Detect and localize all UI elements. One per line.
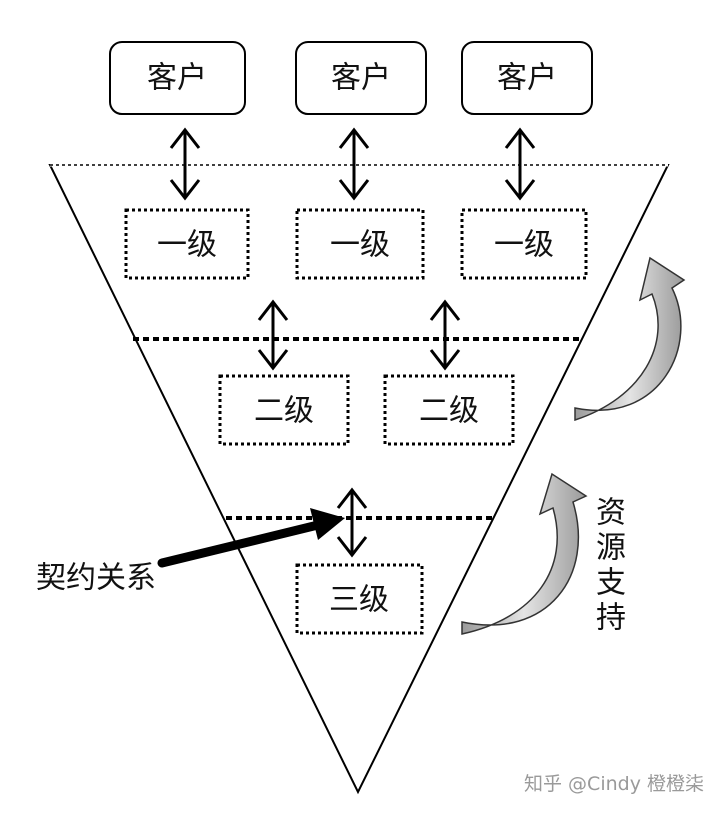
level1-box-1: 一级 — [124, 208, 250, 280]
support-curved-arrow-upper — [574, 256, 686, 422]
contract-arrow — [157, 508, 345, 568]
support-char: 资 — [596, 496, 626, 531]
contract-label: 契约关系 — [36, 561, 156, 596]
level2-box-2: 二级 — [383, 374, 515, 446]
customer-label: 客户 — [147, 61, 207, 96]
customer-label: 客户 — [497, 61, 557, 96]
customer-box-2: 客户 — [295, 41, 427, 115]
level3-label: 三级 — [329, 583, 389, 618]
double-arrow-customer1-level1 — [169, 127, 201, 201]
customer-box-1: 客户 — [109, 41, 246, 115]
level1-label: 一级 — [157, 228, 217, 263]
level1-label: 一级 — [330, 228, 390, 263]
level1-label: 一级 — [494, 228, 554, 263]
customer-box-3: 客户 — [461, 41, 593, 115]
support-label: 资 源 支 持 — [596, 496, 626, 636]
level2-label: 二级 — [419, 394, 479, 429]
level1-box-2: 一级 — [295, 208, 425, 280]
double-arrow-level2-level3 — [336, 487, 368, 558]
support-char: 支 — [596, 566, 626, 601]
level3-box: 三级 — [295, 563, 424, 635]
double-arrow-customer2-level1 — [338, 127, 370, 201]
support-char: 源 — [596, 531, 626, 566]
level2-box-1: 二级 — [218, 374, 350, 446]
support-curved-arrow-lower — [461, 472, 588, 635]
level2-label: 二级 — [254, 394, 314, 429]
level1-box-3: 一级 — [460, 208, 588, 280]
support-char: 持 — [596, 601, 626, 636]
double-arrow-customer3-level1 — [504, 127, 536, 201]
double-arrow-level1-level2-left — [257, 299, 289, 371]
double-arrow-level1-level2-right — [429, 299, 461, 371]
watermark-text: 知乎 @Cindy 橙橙柒 — [524, 773, 704, 795]
customer-label: 客户 — [331, 61, 391, 96]
